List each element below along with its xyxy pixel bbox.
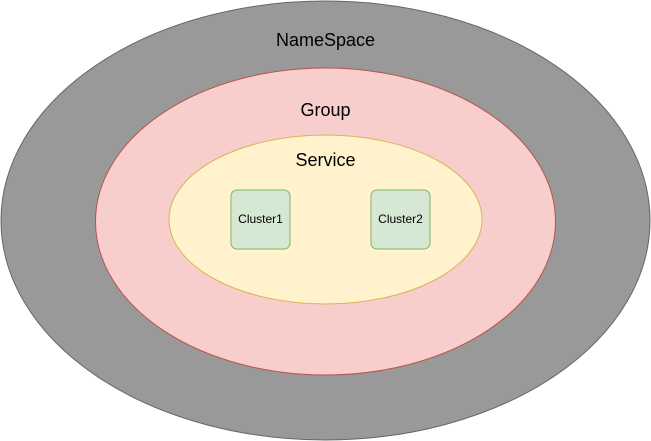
cluster-node[interactable]: Cluster1 — [230, 189, 291, 250]
service-label: Service — [295, 150, 355, 170]
cluster2-label: Cluster2 — [378, 212, 423, 226]
namespace-label: NameSpace — [276, 30, 375, 50]
cluster-node[interactable]: Cluster2 — [370, 189, 431, 250]
cluster2-box[interactable] — [370, 189, 431, 250]
service-ellipse[interactable] — [168, 134, 483, 305]
cluster1-label: Cluster1 — [238, 212, 283, 226]
cluster1-box[interactable] — [230, 189, 291, 250]
group-label: Group — [300, 100, 350, 120]
